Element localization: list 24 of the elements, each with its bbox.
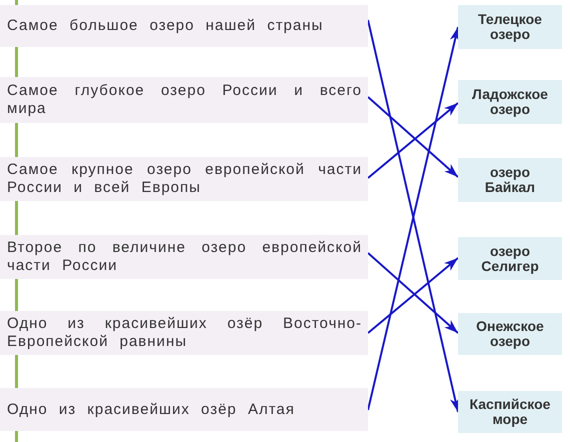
lake-name-box [458,313,562,355]
lake-name: Ладожское озеро [471,87,549,117]
statement-band [0,5,368,47]
statement-band [0,388,368,431]
statement-text: Самое большое озеро нашей страны [7,17,324,35]
lake-name-box [458,237,562,280]
statement-text: Одно из красивейших озёр Алтая [7,400,295,418]
statement-text: Второе по величине озеро европейской части России [7,239,362,275]
statement-band [0,235,368,279]
lake-name: озеро Байкал [484,165,536,195]
lake-name-box [458,391,562,433]
lake-name: Телецкое озеро [477,12,543,42]
lake-name-box [458,80,562,124]
lake-name-box [458,5,562,49]
lake-name: Онежское озеро [475,319,545,349]
lake-name: Каспийское море [468,397,552,427]
statement-text: Одно из красивейших озёр Восточно-Европейской равнины [7,315,362,351]
lake-name: озеро Селигер [480,244,540,274]
statement-text: Самое крупное озеро европейской части России и всей Европы [7,161,362,197]
lake-name-box [458,158,562,202]
statement-band [0,77,368,123]
statement-band [0,311,368,355]
statement-text: Самое глубокое озеро России и всего мира [7,82,362,118]
statement-band [0,157,368,201]
